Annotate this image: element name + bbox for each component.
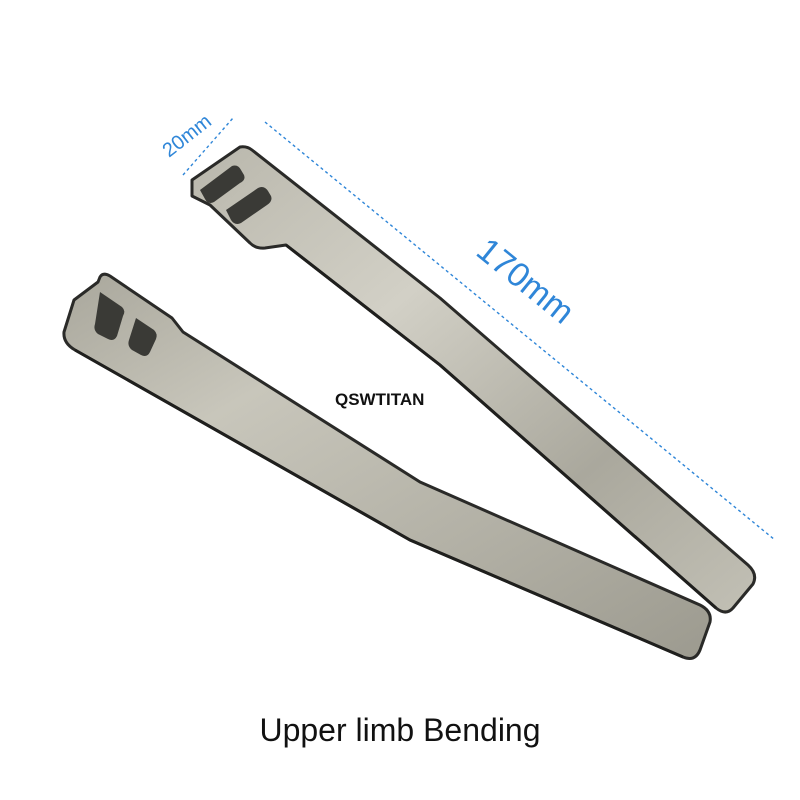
bending-iron-back-slot-1 [200,165,245,203]
bending-iron-front-edge [74,348,684,659]
bending-iron-front-body [62,272,712,660]
bending-iron-back-edge [285,243,717,610]
bending-iron-back-body [190,145,757,614]
bending-iron-back-slot-2 [226,187,272,224]
bending-iron-front-slot-1 [94,292,125,340]
product-caption: Upper limb Bending [259,712,541,748]
brand-watermark: QSWTITAN [335,390,425,409]
bending-iron-front [62,272,712,660]
length-dimension-line [264,121,776,541]
bending-iron-front-slot-2 [128,318,157,356]
width-dimension-line [182,117,234,176]
bending-iron-back [190,145,757,614]
